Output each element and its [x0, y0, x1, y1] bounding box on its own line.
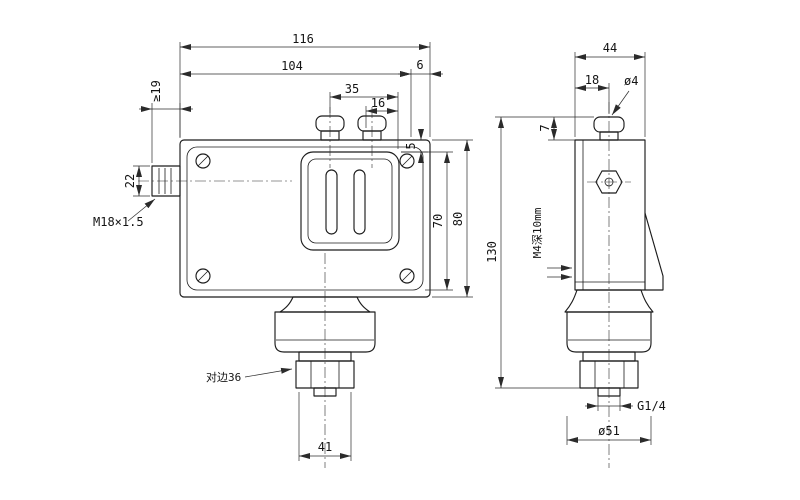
dim-104: 104: [180, 59, 412, 137]
dim-min19: ≥19: [139, 80, 193, 163]
hole-dia-callout: ø4: [611, 74, 638, 116]
dim-22: 22: [123, 165, 150, 197]
dim-70-label: 70: [431, 214, 445, 228]
dim-18-label: 18: [585, 73, 599, 87]
dim-80: 80: [432, 139, 473, 298]
hole-dia-label: ø4: [624, 74, 638, 88]
thread-g14-label: G1/4: [637, 399, 666, 413]
hex-flats-label: 对边36: [206, 370, 241, 384]
thread-callout-m18: M18×1.5: [93, 198, 156, 229]
dim-7: 7: [495, 116, 594, 141]
dim-35: 35: [329, 82, 399, 149]
dim-130: 130: [485, 117, 580, 389]
terminal-slot: [353, 169, 366, 235]
centerlines-front: [138, 107, 373, 468]
dim-5: 5: [401, 129, 428, 163]
dim-116-label: 116: [292, 32, 314, 46]
dim-41: 41: [298, 392, 352, 461]
dim-22-label: 22: [123, 174, 137, 188]
dim-104-label: 104: [281, 59, 303, 73]
corner-screws: [195, 153, 415, 284]
dim-6: 6: [398, 58, 443, 77]
dim-41-label: 41: [318, 440, 332, 454]
dim-130-label: 130: [485, 241, 499, 263]
mounting-screw-label: M4深10mm: [531, 207, 544, 258]
dim-116: 116: [179, 32, 431, 137]
centerlines-side: [587, 102, 631, 468]
dim-7-label: 7: [538, 124, 552, 131]
hex-flats-callout: 对边36: [206, 367, 293, 384]
side-view: 44 18 ø4 7 130 M4深10: [485, 41, 666, 468]
switch-body-front: [179, 139, 431, 298]
dim-70: 70: [401, 151, 453, 291]
terminal-slot: [325, 169, 338, 235]
dim-5-label: 5: [404, 142, 418, 149]
dim-16-label: 16: [371, 96, 385, 110]
dim-dia51: ø51: [566, 416, 652, 445]
dim-35-label: 35: [345, 82, 359, 96]
dim-80-label: 80: [451, 212, 465, 226]
dim-6-label: 6: [416, 58, 423, 72]
sensor-assembly-side: [564, 289, 654, 397]
dim-16: 16: [365, 96, 398, 128]
switch-body-side: [574, 139, 664, 291]
front-view: 116 104 6 35 16: [93, 32, 473, 468]
cable-glands-front: [315, 115, 387, 141]
mounting-bracket: [644, 212, 664, 291]
mounting-screw-note: M4深10mm: [531, 207, 572, 280]
base-dia-label: ø51: [598, 424, 620, 438]
thread-m18-label: M18×1.5: [93, 215, 144, 229]
dim-18: 18: [575, 73, 610, 114]
thread-callout-g14: G1/4: [585, 396, 666, 413]
dim-44-label: 44: [603, 41, 617, 55]
terminal-window: [300, 151, 400, 251]
dim-44: 44: [574, 41, 646, 137]
dim-min19-label: ≥19: [149, 80, 163, 102]
